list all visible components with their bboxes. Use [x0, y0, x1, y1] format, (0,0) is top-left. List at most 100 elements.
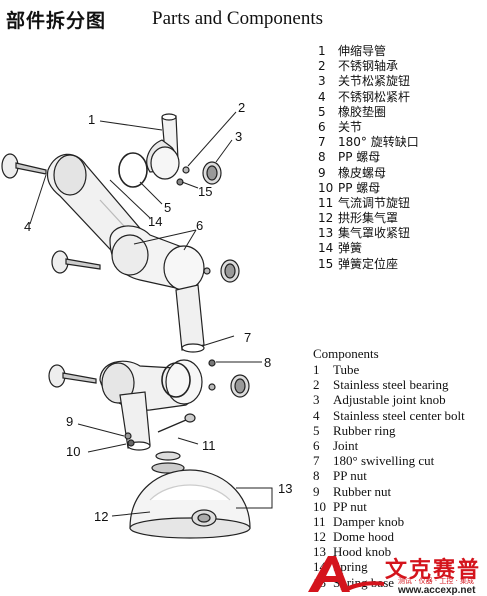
part-en-item-label: Stainless steel bearing: [333, 377, 449, 393]
callout-11: 11: [202, 438, 216, 453]
part-en-item-label: PP nut: [333, 468, 367, 484]
part-cn-item-number: 14: [318, 241, 334, 256]
callout-1: 1: [88, 112, 95, 127]
part-damper-knob: [157, 413, 196, 433]
part-en-item-label: PP nut: [333, 498, 367, 514]
part-en-item-number: 12: [313, 529, 326, 545]
part-en-item-label: Tube: [333, 362, 360, 377]
part-cn-item: 10 PP 螺母: [318, 181, 419, 196]
part-en-item: 8 PP nut: [313, 468, 465, 483]
part-rubber-ring-lower: [161, 362, 191, 398]
part-cn-item: 11 气流调节旋钮: [318, 196, 419, 211]
part-center-bolt-upper: [1, 153, 47, 179]
part-en-item-label: Dome hood: [333, 529, 395, 545]
watermark-logo: 文克赛普 测试 · 仪器 · 工控 · 集成 www.accexp.net: [300, 552, 487, 596]
part-cn-item-number: 15: [318, 256, 334, 271]
part-en-item-number: 11: [313, 513, 326, 529]
part-en-item-label: Rubber nut: [333, 483, 392, 499]
callout-3: 3: [235, 129, 242, 144]
part-en-item: 12 Dome hood: [313, 529, 465, 544]
callout-10: 10: [66, 444, 80, 459]
part-cn-item-label: PP 螺母: [338, 180, 381, 195]
part-bearing-middle: [203, 267, 211, 275]
part-en-item-label: Hood knob: [333, 544, 392, 560]
part-cn-item-label: 橡胶垫圈: [338, 104, 387, 119]
part-lower-tube: [119, 391, 151, 451]
part-cn-item-label: 关节松紧旋钮: [338, 74, 411, 89]
part-dome-hood: [129, 469, 251, 539]
callout-14: 14: [148, 214, 162, 229]
part-joint-knob-lower: [230, 374, 250, 398]
part-joint-lower: [99, 359, 203, 411]
leader-lines: [29, 111, 273, 517]
page-title-cn: 部件拆分图: [6, 10, 107, 32]
part-cn-item: 2 不锈钢轴承: [318, 59, 419, 74]
part-cn-item: 3 关节松紧旋钮: [318, 74, 419, 89]
part-cn-item: 14 弹簧: [318, 241, 419, 256]
watermark-brand: 文克赛普: [385, 558, 482, 583]
part-cn-item-number: 4: [318, 89, 326, 104]
part-en-item: 5 Rubber ring: [313, 423, 465, 438]
part-hood-knob: [191, 509, 217, 527]
part-cn-item-label: 不锈钢轴承: [338, 59, 399, 74]
part-en-item-label: Damper knob: [333, 513, 405, 529]
part-en-item: 3 Adjustable joint knob: [313, 392, 465, 407]
part-en-item: 2 Stainless steel bearing: [313, 377, 465, 392]
part-rubber-ring-upper: [118, 152, 148, 188]
part-en-item-label: Adjustable joint knob: [333, 392, 446, 408]
part-en-item-label: Joint: [333, 437, 359, 453]
part-cn-item-label: 集气罩收紧钮: [338, 226, 411, 241]
part-cn-item-number: 8: [318, 150, 326, 165]
callout-6: 6: [196, 218, 203, 233]
callout-7: 7: [244, 330, 251, 345]
part-pp-nut-10: [127, 439, 135, 447]
part-cn-item-label: 弹簧定位座: [338, 256, 399, 271]
part-cn-item-number: 3: [318, 74, 326, 89]
part-cn-item-label: 气流调节旋钮: [338, 195, 411, 210]
callout-13: 13: [278, 481, 292, 496]
part-en-item-number: 7: [313, 453, 320, 469]
part-cn-item-number: 2: [318, 59, 326, 74]
part-en-item-number: 2: [313, 377, 320, 393]
part-swivel-tube: [175, 284, 205, 353]
part-en-item-number: 9: [313, 483, 320, 499]
part-joint-knob-upper: [202, 161, 222, 185]
part-rubber-nut: [124, 432, 132, 440]
part-joint-middle: [109, 225, 205, 291]
part-cn-item-number: 10: [318, 180, 334, 195]
callout-8: 8: [264, 355, 271, 370]
part-en-item-label: Stainless steel center bolt: [333, 407, 465, 423]
part-en-item-number: 13: [313, 544, 326, 560]
part-cn-item-number: 11: [318, 195, 334, 210]
part-cn-item-label: 伸缩导管: [338, 44, 387, 58]
part-en-item-number: 3: [313, 392, 320, 408]
part-bearing-lower: [208, 383, 216, 391]
part-cn-item-number: 6: [318, 119, 326, 134]
part-cn-item-number: 7: [318, 135, 326, 150]
part-pp-nut-8: [208, 359, 216, 367]
part-cn-item-label: 弹簧: [338, 241, 363, 256]
brand-mark-icon: [308, 556, 384, 592]
part-en-item-number: 8: [313, 468, 320, 484]
part-en-item: 9 Rubber nut: [313, 484, 465, 499]
part-en-item-label: Rubber ring: [333, 422, 396, 438]
part-cn-item-number: 1: [318, 44, 326, 58]
part-bearing: [182, 166, 190, 174]
part-en-item: 13 Hood knob: [313, 544, 465, 559]
part-center-bolt-lower: [48, 364, 97, 388]
part-en-item-number: 5: [313, 422, 320, 438]
part-spring: [155, 451, 181, 461]
watermark-url: www.accexp.net: [398, 585, 476, 596]
callout-15: 15: [198, 184, 212, 199]
